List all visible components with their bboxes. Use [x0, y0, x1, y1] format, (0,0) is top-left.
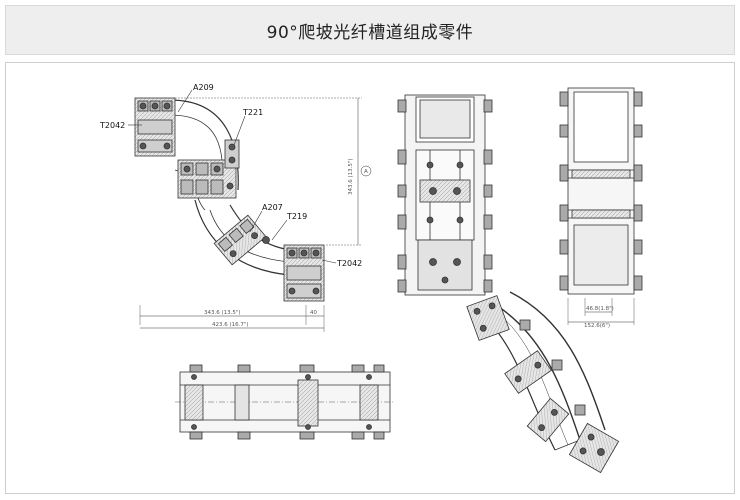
label-t219: T219	[286, 212, 307, 221]
dim-height: 343.6 (13.5")	[348, 158, 354, 195]
dim-side-width: 152.6(6")	[584, 323, 610, 329]
dim-circle-mark: A	[364, 169, 368, 175]
page-title: 90°爬坡光纤槽道组成零件	[266, 22, 474, 43]
label-t2042-right: T2042	[336, 259, 362, 268]
label-a209: A209	[193, 83, 214, 92]
bottom-view	[175, 364, 395, 440]
title-bar: 90°爬坡光纤槽道组成零件	[5, 5, 735, 55]
label-a207: A207	[262, 203, 283, 212]
dim-width-inner: 343.6 (13.5")	[204, 310, 241, 316]
top-view	[397, 94, 493, 296]
dim-width-total: 423.6 (16.7")	[212, 322, 249, 328]
dim-side-small: 46.8(1.8")	[586, 306, 614, 312]
label-t2042-left: T2042	[99, 121, 125, 130]
dim-offset: 40	[310, 310, 317, 316]
label-t221: T221	[242, 108, 263, 117]
isometric-view	[466, 291, 620, 474]
front-view	[128, 89, 372, 332]
side-view	[559, 87, 643, 325]
